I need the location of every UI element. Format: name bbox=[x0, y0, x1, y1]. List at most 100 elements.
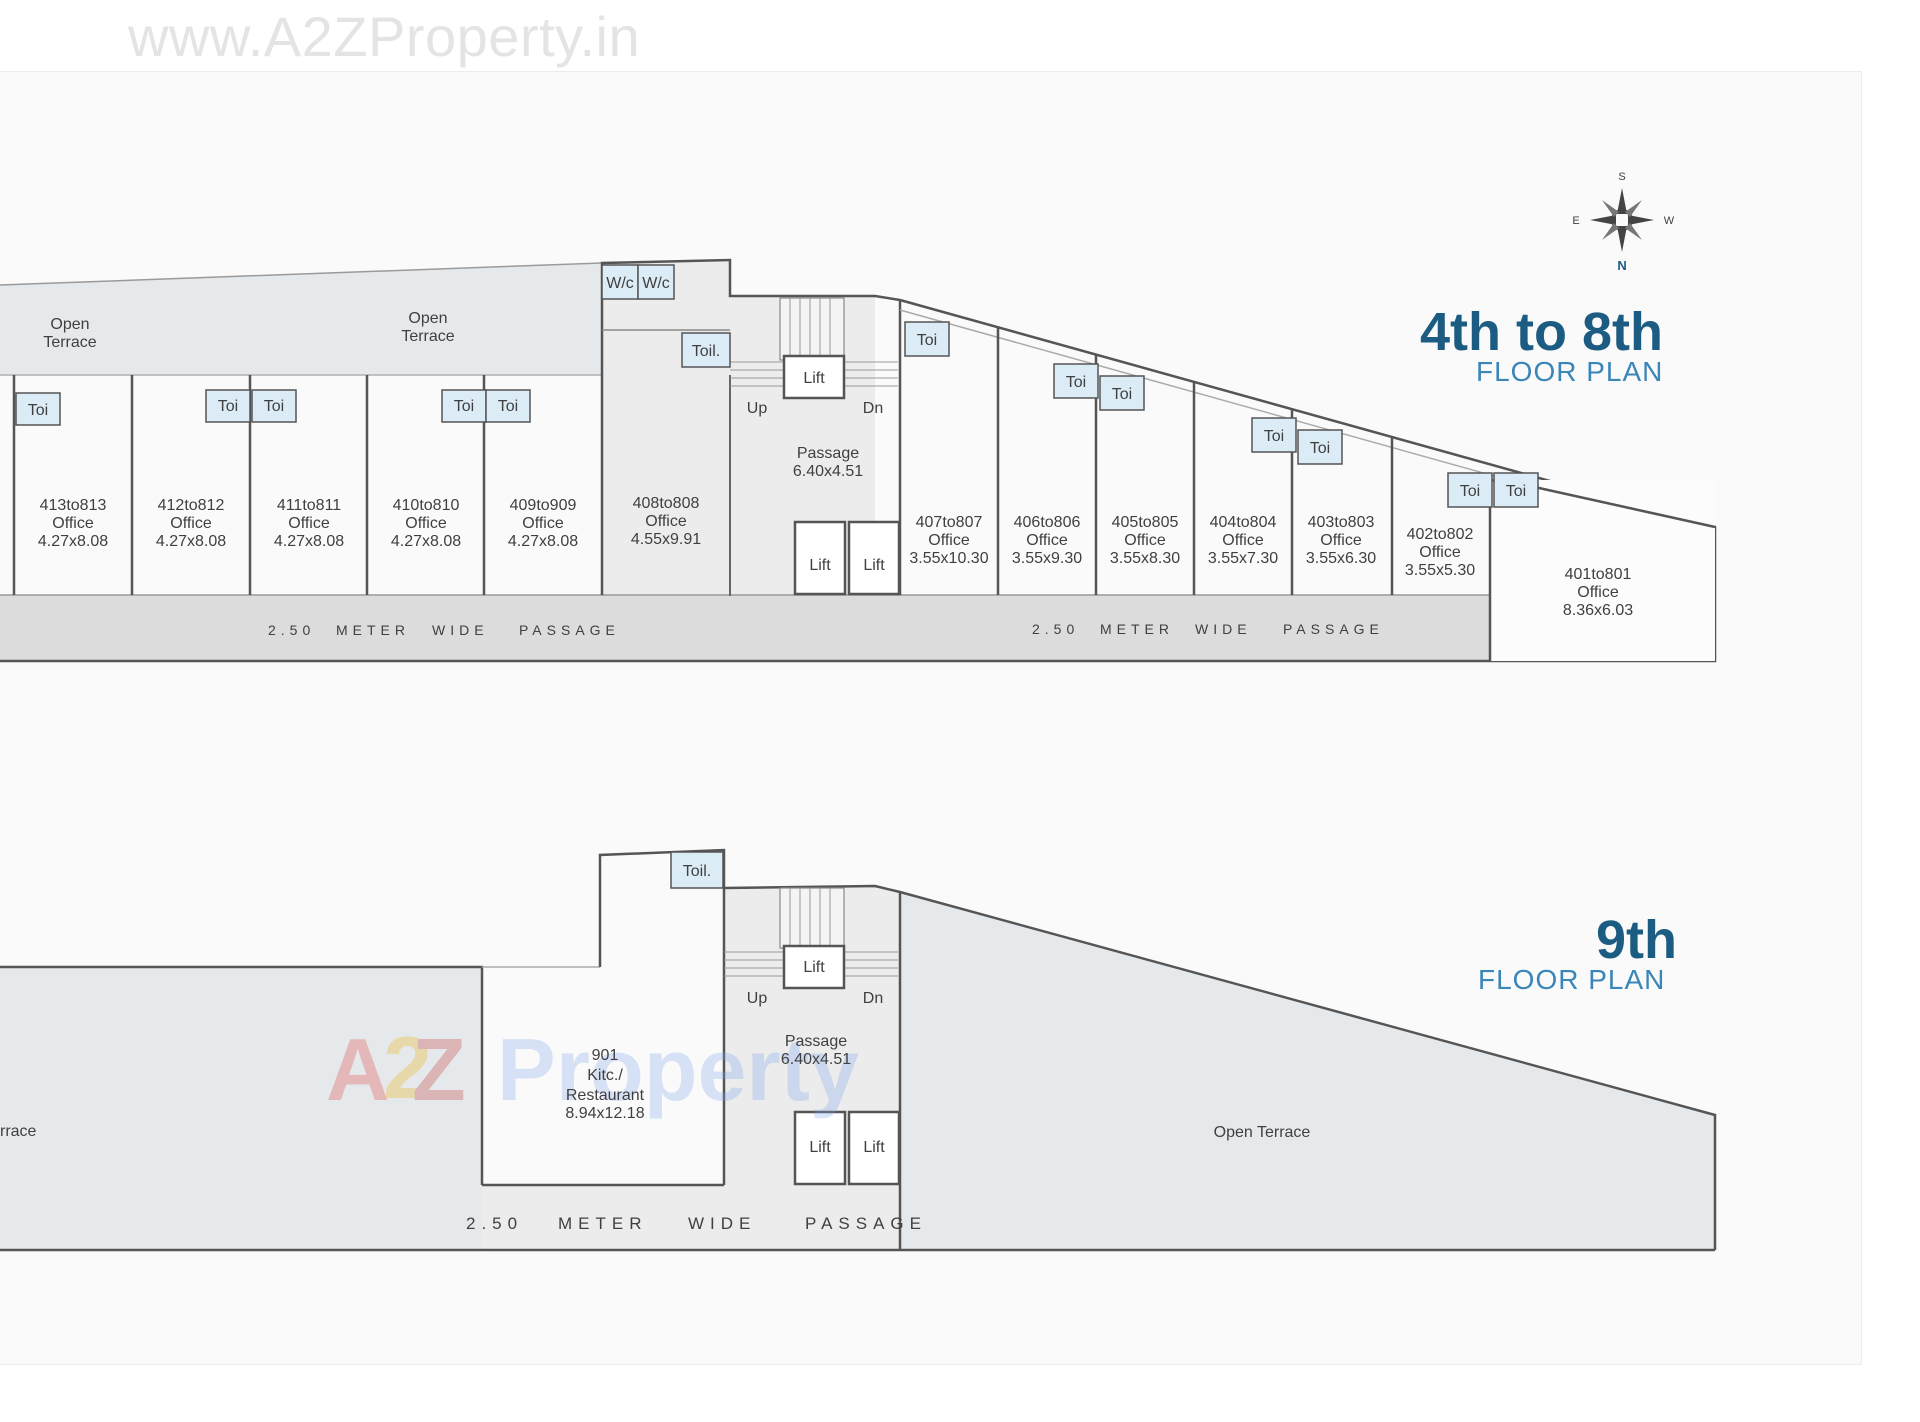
toi-label: Toi bbox=[454, 398, 474, 415]
svg-text:4.27x8.08: 4.27x8.08 bbox=[274, 533, 344, 550]
svg-text:4.27x8.08: 4.27x8.08 bbox=[391, 533, 461, 550]
lift-right-label: Lift bbox=[863, 557, 885, 574]
svg-text:4.27x8.08: 4.27x8.08 bbox=[38, 533, 108, 550]
passage-lower-line2: 6.40x4.51 bbox=[781, 1051, 851, 1068]
passage-lower-line1: Passage bbox=[785, 1033, 847, 1050]
lift-right-upper bbox=[847, 520, 901, 596]
compass-n: N bbox=[1617, 258, 1626, 273]
toi-label: Toi bbox=[218, 398, 238, 415]
svg-text:3.55x9.30: 3.55x9.30 bbox=[1012, 550, 1082, 567]
svg-text:Office: Office bbox=[928, 532, 970, 549]
svg-text:408to808: 408to808 bbox=[633, 495, 700, 512]
open-terrace-1-line1: Open bbox=[50, 316, 89, 333]
lift-right-lower bbox=[847, 1110, 901, 1186]
toilet-box-upper bbox=[681, 332, 731, 368]
lift-left-lower bbox=[793, 1110, 847, 1186]
wc-2 bbox=[637, 264, 675, 300]
svg-text:3.55x10.30: 3.55x10.30 bbox=[909, 550, 988, 567]
a2z-logo-watermark: A 2 Z Property bbox=[326, 1018, 859, 1119]
toi-label: Toi bbox=[1506, 483, 1526, 500]
svg-text:Office: Office bbox=[1026, 532, 1068, 549]
svg-text:3.55x7.30: 3.55x7.30 bbox=[1208, 550, 1278, 567]
toi-label: Toi bbox=[1310, 440, 1330, 457]
toi-label: Toi bbox=[264, 398, 284, 415]
svg-text:3.55x8.30: 3.55x8.30 bbox=[1110, 550, 1180, 567]
svg-text:8.94x12.18: 8.94x12.18 bbox=[565, 1105, 644, 1122]
svg-text:4.55x9.91: 4.55x9.91 bbox=[631, 531, 701, 548]
toi-label: Toi bbox=[1460, 483, 1480, 500]
stair-down-label: Dn bbox=[863, 400, 883, 417]
svg-text:WIDE: WIDE bbox=[688, 1214, 756, 1233]
toilet-box-lower bbox=[670, 851, 724, 889]
svg-text:412to812: 412to812 bbox=[158, 497, 225, 514]
wc-2-label: W/c bbox=[642, 275, 670, 292]
lift-left-lower-label: Lift bbox=[809, 1139, 831, 1156]
svg-text:Office: Office bbox=[1419, 544, 1461, 561]
svg-text:410to810: 410to810 bbox=[393, 497, 460, 514]
svg-text:3.55x5.30: 3.55x5.30 bbox=[1405, 562, 1475, 579]
restaurant-901: 901 Kitc./ Restaurant 8.94x12.18 bbox=[565, 1047, 644, 1122]
svg-text:8.36x6.03: 8.36x6.03 bbox=[1563, 602, 1633, 619]
svg-text:METER: METER bbox=[1100, 621, 1174, 637]
corridor-label-upper-right: 2.50 METER WIDE PASSAGE bbox=[1032, 621, 1384, 637]
svg-text:2.50: 2.50 bbox=[1032, 621, 1079, 637]
lift-left-label: Lift bbox=[809, 557, 831, 574]
lift-top-label: Lift bbox=[803, 370, 825, 387]
svg-text:PASSAGE: PASSAGE bbox=[805, 1214, 927, 1233]
svg-text:407to807: 407to807 bbox=[916, 514, 983, 531]
svg-text:Kitc./: Kitc./ bbox=[587, 1067, 623, 1084]
svg-text:Office: Office bbox=[1124, 532, 1166, 549]
open-terrace-2-line1: Open bbox=[408, 310, 447, 327]
plan-b-subtitle: FLOOR PLAN bbox=[1478, 964, 1665, 995]
plan-a-title: 4th to 8th bbox=[1420, 302, 1663, 362]
ninth-floor-plan bbox=[0, 848, 1717, 1252]
svg-text:406to806: 406to806 bbox=[1014, 514, 1081, 531]
corridor-label-lower: 2.50 METER WIDE PASSAGE bbox=[466, 1214, 927, 1233]
svg-text:PASSAGE: PASSAGE bbox=[519, 622, 620, 638]
lift-top-lower bbox=[782, 944, 846, 990]
lift-top-lower-label: Lift bbox=[803, 959, 825, 976]
lift-right-lower-label: Lift bbox=[863, 1139, 885, 1156]
office-401-box bbox=[1490, 480, 1715, 661]
svg-text:405to805: 405to805 bbox=[1112, 514, 1179, 531]
stair-down-lower-label: Dn bbox=[863, 990, 883, 1007]
toi-labels-upper: Toi Toi Toi Toi Toi Toi Toi Toi Toi Toi … bbox=[28, 332, 1526, 500]
svg-text:401to801: 401to801 bbox=[1565, 566, 1632, 583]
toi-label: Toi bbox=[1066, 374, 1086, 391]
svg-text:Property: Property bbox=[497, 1020, 859, 1119]
open-terrace-right-area bbox=[900, 892, 1715, 1250]
svg-text:Office: Office bbox=[405, 515, 447, 532]
left-terrace-label: rrace bbox=[0, 1123, 37, 1140]
watermark-url: www.A2ZProperty.in bbox=[128, 5, 641, 68]
lift-top-upper bbox=[782, 354, 846, 400]
svg-text:Office: Office bbox=[52, 515, 94, 532]
stair-up-lower-label: Up bbox=[747, 990, 768, 1007]
svg-text:402to802: 402to802 bbox=[1407, 526, 1474, 543]
open-terrace-right-label: Open Terrace bbox=[1214, 1124, 1311, 1141]
svg-text:403to803: 403to803 bbox=[1308, 514, 1375, 531]
toi-label: Toi bbox=[1112, 386, 1132, 403]
svg-text:PASSAGE: PASSAGE bbox=[1283, 621, 1384, 637]
svg-text:Office: Office bbox=[645, 513, 687, 530]
svg-text:4.27x8.08: 4.27x8.08 bbox=[156, 533, 226, 550]
corridor-label-upper-left: 2.50 METER WIDE PASSAGE bbox=[268, 622, 620, 638]
svg-text:409to909: 409to909 bbox=[510, 497, 577, 514]
svg-text:411to811: 411to811 bbox=[277, 497, 341, 514]
compass-e: E bbox=[1572, 215, 1579, 227]
toilet-boxes-left bbox=[15, 389, 531, 426]
toilet-upper-label: Toil. bbox=[692, 343, 720, 360]
svg-text:Office: Office bbox=[170, 515, 212, 532]
svg-text:Office: Office bbox=[522, 515, 564, 532]
